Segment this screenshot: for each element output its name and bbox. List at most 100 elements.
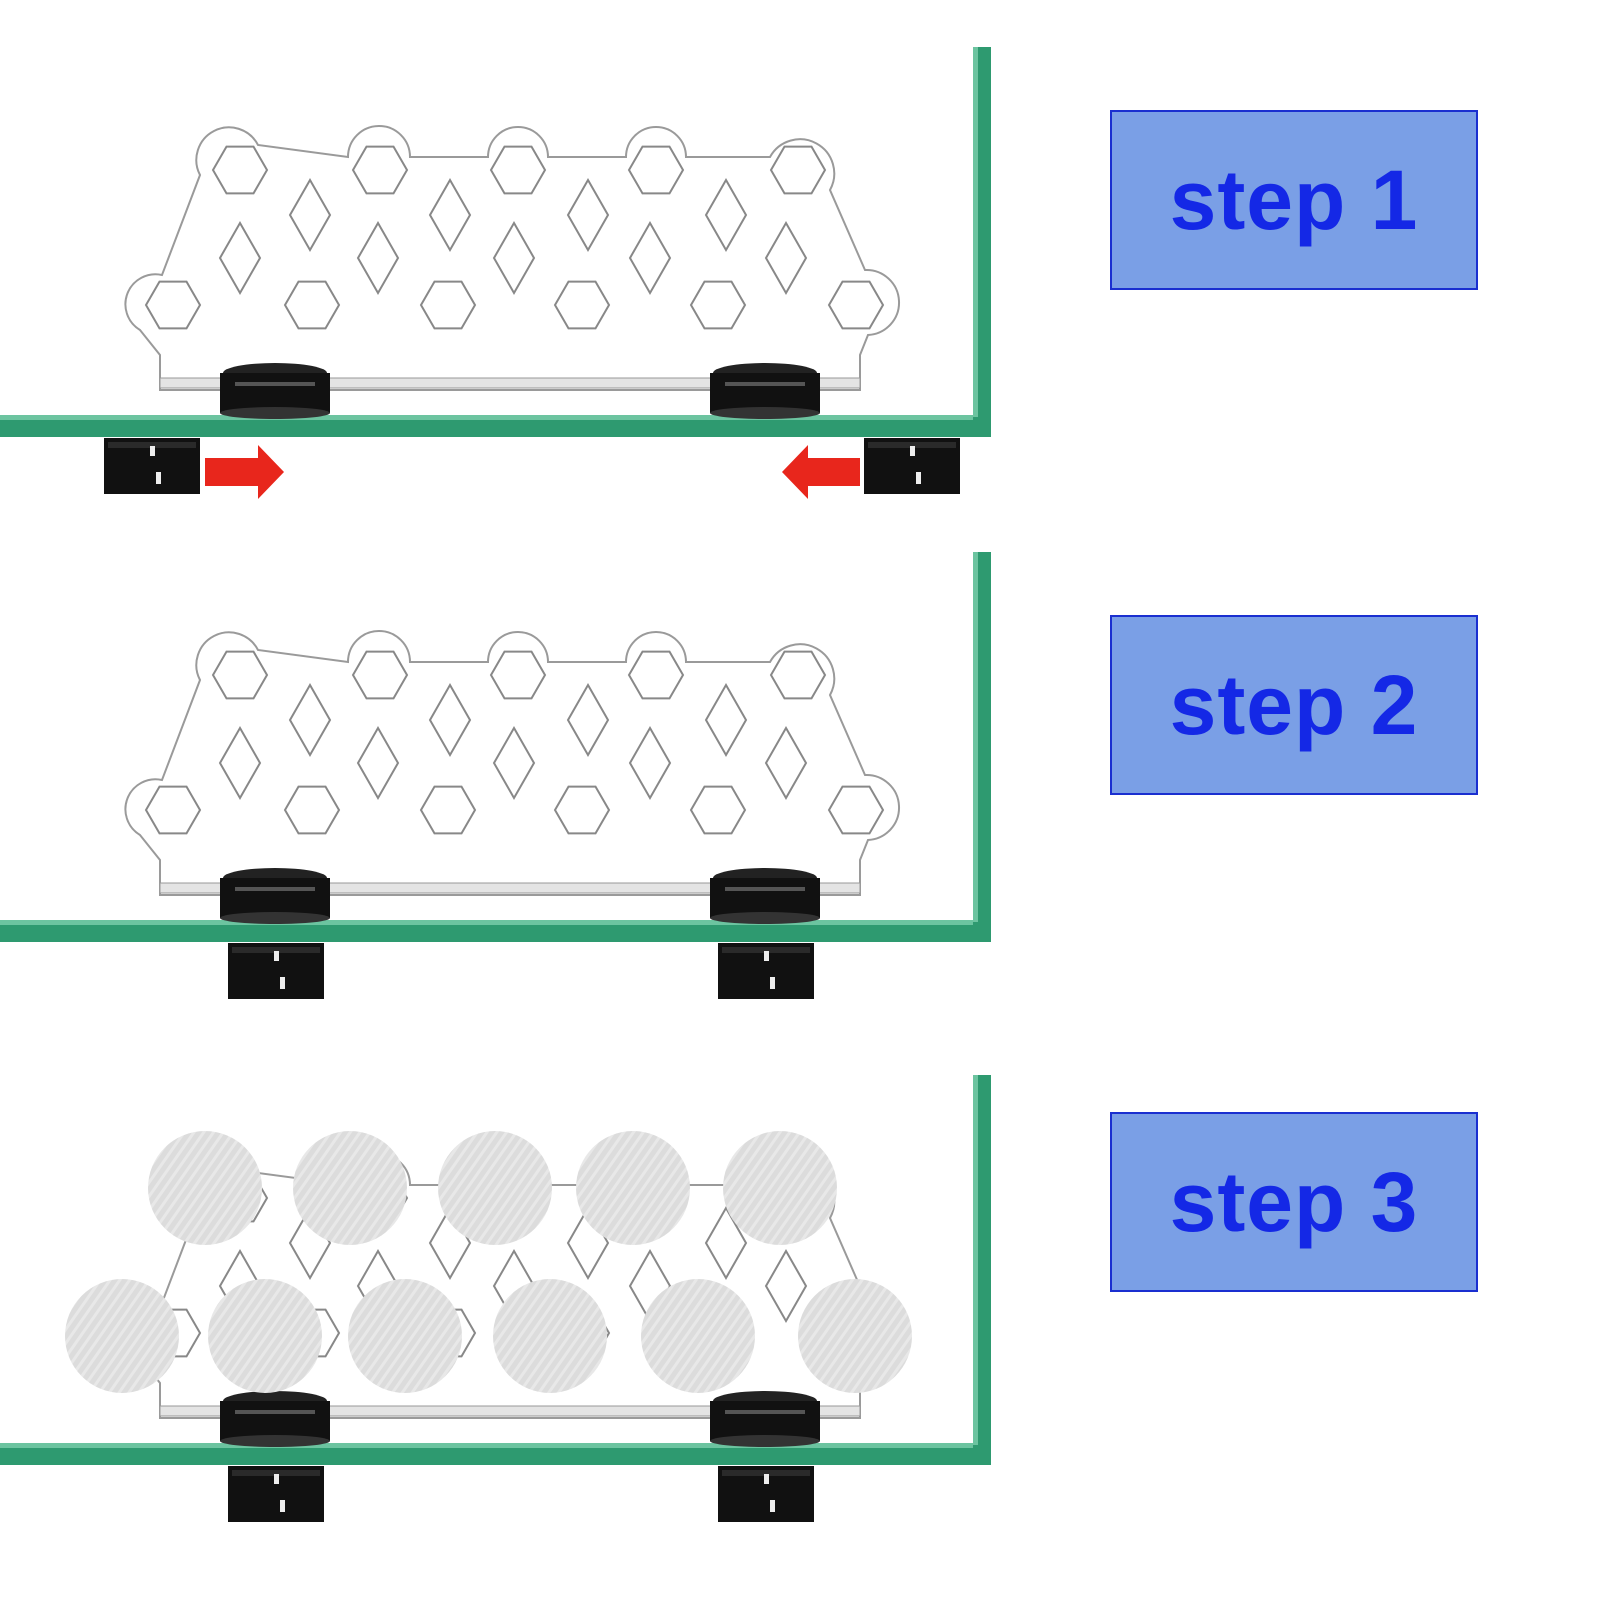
glass-bottom-pane [0,415,990,437]
rack-base [159,882,861,894]
glass-bottom-pane [0,920,990,942]
hole-diamond [288,177,332,253]
hole-hex [553,280,611,330]
outer-magnet [718,943,814,999]
hole-hex [283,280,341,330]
inner-magnet [710,868,820,924]
hole-diamond [492,220,536,296]
arrows [205,445,860,499]
step-1-label: step 1 [1169,152,1419,247]
arrow-right-icon [205,445,284,499]
inner-magnet [710,1391,820,1447]
frag-pad-icon [641,1279,755,1393]
step-2-label: step 2 [1169,657,1419,752]
frag-pad-icon [438,1131,552,1245]
frag-pad-icon [65,1131,912,1393]
hole-diamond [704,1205,748,1281]
rack-base [159,1405,861,1417]
hole-hex [211,145,269,195]
hole-hex [827,280,885,330]
arrow-left-icon [782,445,860,499]
hole-hex [689,785,747,835]
outer-magnet [228,1466,324,1522]
rack-icon [124,125,900,391]
hole-hex [419,280,477,330]
hole-diamond [764,1248,808,1324]
hole-diamond [288,682,332,758]
hole-hex [489,145,547,195]
frag-pad-icon [576,1131,690,1245]
step-1-panel [0,30,1040,550]
hole-hex [827,785,885,835]
inner-magnets [220,1391,820,1447]
magnet-icon [228,1466,814,1522]
hole-diamond [764,220,808,296]
frag-pad-icon [148,1131,262,1245]
rack-outline [124,125,900,391]
inner-magnets [220,363,820,419]
aquarium-glass [0,552,991,942]
hole-hex [627,145,685,195]
inner-magnet [220,363,330,419]
hole-hex [351,650,409,700]
inner-magnets [220,868,820,924]
step-2-label-box: step 2 [1110,615,1478,795]
inner-magnet [220,1391,330,1447]
hole-diamond [704,682,748,758]
hole-diamond [218,220,262,296]
outer-magnet [718,1466,814,1522]
glass-bottom-pane [0,1443,990,1465]
hole-diamond [356,725,400,801]
hole-diamond [704,177,748,253]
rack-base [159,377,861,389]
frag-pad-icon [65,1279,179,1393]
hole-diamond [566,177,610,253]
step-1-illustration [0,47,991,499]
hole-diamond [764,725,808,801]
hole-hex [144,280,202,330]
frag-pad-icon [723,1131,837,1245]
hole-hex [769,145,827,195]
hole-diamond [628,220,672,296]
frag-pad-icon [293,1131,407,1245]
hole-diamond [428,682,472,758]
hole-hex [144,785,202,835]
outer-magnet [864,438,960,494]
rack-icon [124,630,900,896]
hole-diamond [566,682,610,758]
magnet-icon [228,943,814,999]
step-2-panel [0,535,1040,1055]
hole-diamond [428,177,472,253]
hole-hex [419,785,477,835]
aquarium-glass [0,47,991,437]
step-1-label-box: step 1 [1110,110,1478,290]
hole-hex [553,785,611,835]
hole-hex [351,145,409,195]
hole-hex [689,280,747,330]
hole-diamond [628,725,672,801]
magnet-icon [104,438,960,494]
rack-outline [124,630,900,896]
step-3-panel [0,1058,1040,1578]
hole-hex [627,650,685,700]
hole-hex [769,650,827,700]
hole-hex [211,650,269,700]
frag-pad-icon [348,1279,462,1393]
hole-hex [489,650,547,700]
step-3-label-box: step 3 [1110,1112,1478,1292]
hole-diamond [218,725,262,801]
step-3-label: step 3 [1169,1154,1419,1249]
step-3-illustration [0,1075,991,1522]
inner-magnet [710,363,820,419]
hole-hex [283,785,341,835]
outer-magnet [104,438,200,494]
hole-diamond [356,220,400,296]
aquarium-glass [0,1075,991,1465]
outer-magnet [228,943,324,999]
step-2-illustration [0,552,991,999]
frag-pad-icon [493,1279,607,1393]
frag-pad-icon [798,1279,912,1393]
hole-diamond [492,725,536,801]
inner-magnet [220,868,330,924]
frag-pad-icon [208,1279,322,1393]
